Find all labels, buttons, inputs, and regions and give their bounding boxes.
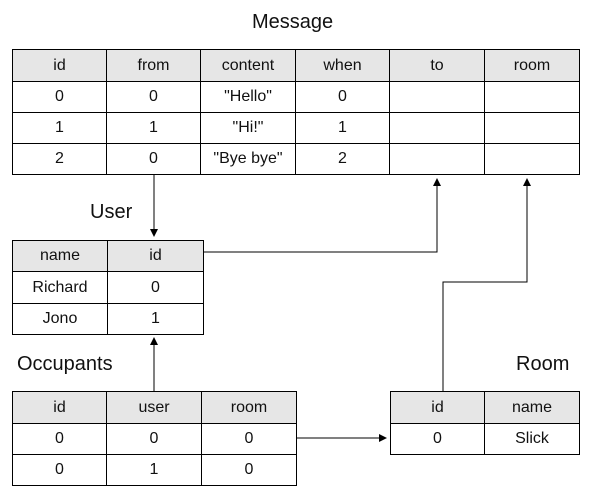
table-cell: 1 bbox=[107, 303, 204, 335]
table-cell: 1 bbox=[295, 112, 390, 144]
table-cell: 0 bbox=[390, 423, 485, 455]
table-cell bbox=[389, 81, 485, 113]
table-cell: 2 bbox=[12, 143, 107, 175]
table-cell bbox=[389, 112, 485, 144]
message-col-content-header: content bbox=[200, 49, 296, 82]
message-table: id from content when to room 0 0 "Hello"… bbox=[12, 49, 580, 175]
table-row: Jono 1 bbox=[12, 303, 204, 335]
occupants-col-room-header: room bbox=[201, 391, 297, 424]
table-row: 0 0 0 bbox=[12, 423, 297, 455]
table-row: 0 1 0 bbox=[12, 454, 297, 486]
user-col-name-header: name bbox=[12, 240, 108, 272]
table-row: 2 0 "Bye bye" 2 bbox=[12, 143, 580, 175]
user-table: name id Richard 0 Jono 1 bbox=[12, 240, 204, 335]
table-row: Richard 0 bbox=[12, 271, 204, 304]
room-table-title: Room bbox=[516, 353, 570, 375]
user-header-row: name id bbox=[12, 240, 204, 272]
message-header-row: id from content when to room bbox=[12, 49, 580, 82]
room-to-message-room-arrow bbox=[442, 178, 531, 391]
table-cell: "Hello" bbox=[200, 81, 296, 113]
occupants-table: id user room 0 0 0 0 1 0 bbox=[12, 391, 297, 486]
table-cell: 1 bbox=[106, 454, 202, 486]
user-to-message-to-arrow bbox=[203, 178, 441, 253]
message-col-when-header: when bbox=[295, 49, 390, 82]
user-table-title: User bbox=[90, 201, 133, 223]
table-cell: 0 bbox=[107, 271, 204, 304]
table-cell: "Bye bye" bbox=[200, 143, 296, 175]
occupants-col-user-header: user bbox=[106, 391, 202, 424]
table-row: 0 0 "Hello" 0 bbox=[12, 81, 580, 113]
message-col-room-header: room bbox=[484, 49, 580, 82]
message-table-title: Message bbox=[252, 11, 334, 33]
message-col-from-header: from bbox=[106, 49, 201, 82]
message-col-id-header: id bbox=[12, 49, 107, 82]
table-cell: Slick bbox=[484, 423, 580, 455]
table-cell: Jono bbox=[12, 303, 108, 335]
table-cell: 0 bbox=[12, 454, 107, 486]
table-cell bbox=[484, 143, 580, 175]
table-cell: 0 bbox=[106, 423, 202, 455]
room-table: id name 0 Slick bbox=[390, 391, 580, 455]
room-col-id-header: id bbox=[390, 391, 485, 424]
user-col-id-header: id bbox=[107, 240, 204, 272]
table-row: 0 Slick bbox=[390, 423, 580, 455]
table-cell: "Hi!" bbox=[200, 112, 296, 144]
occupants-table-title: Occupants bbox=[17, 353, 113, 375]
table-cell: 1 bbox=[12, 112, 107, 144]
table-cell bbox=[484, 81, 580, 113]
message-col-to-header: to bbox=[389, 49, 485, 82]
occupants-header-row: id user room bbox=[12, 391, 297, 424]
table-cell: 0 bbox=[201, 454, 297, 486]
